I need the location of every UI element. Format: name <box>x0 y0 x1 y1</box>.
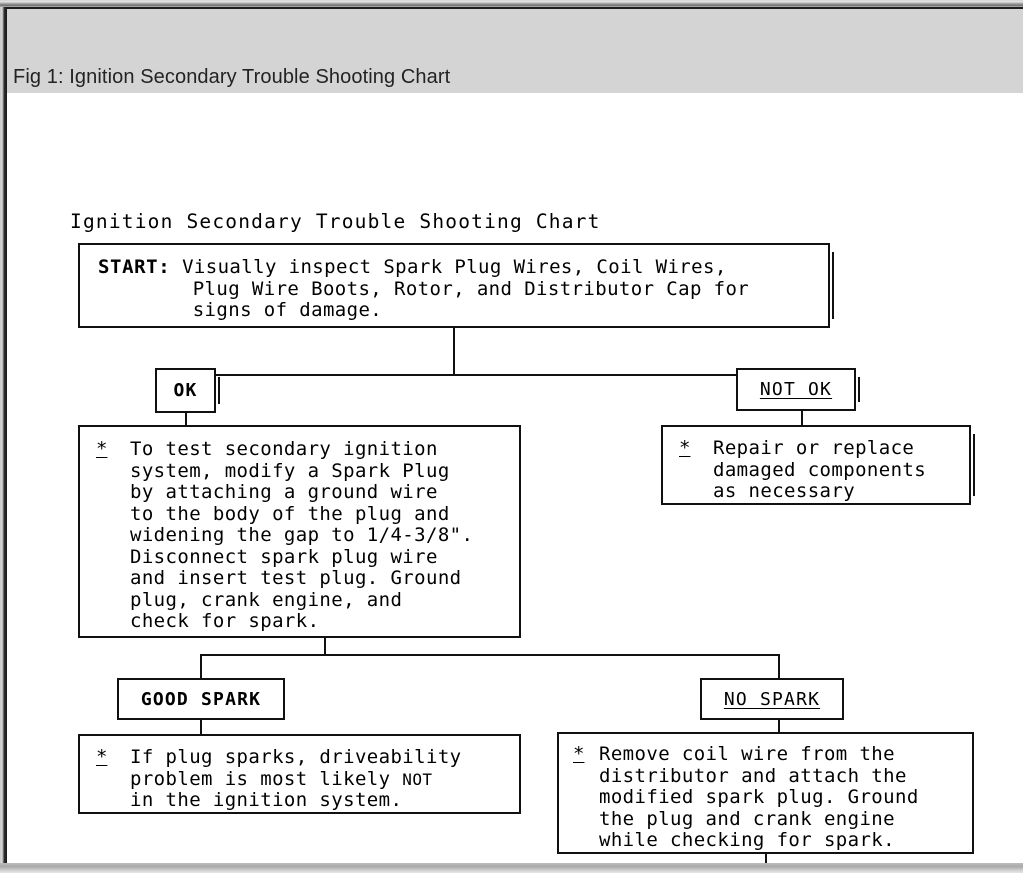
node-no-spark-label: NO SPARK <box>723 688 821 710</box>
node-no-spark-detail[interactable]: * Remove coil wire from the distributor … <box>557 732 974 854</box>
node-no-spark[interactable]: NO SPARK <box>700 678 844 720</box>
connector-split-bottom <box>200 654 780 656</box>
node-good-spark-detail-row: * If plug sparks, driveability problem i… <box>96 746 509 812</box>
good-spark-line-3: in the ignition system. <box>130 789 403 811</box>
connector-ok-detail-down <box>324 638 326 655</box>
node-ok-label: OK <box>173 380 198 401</box>
node-ok-detail[interactable]: * To test secondary ignition system, mod… <box>78 425 521 638</box>
node-no-spark-detail-text: Remove coil wire from the distributor an… <box>599 743 919 851</box>
node-good-spark-detail[interactable]: * If plug sparks, driveability problem i… <box>78 734 521 814</box>
good-spark-line-2-emphasis: NOT <box>402 769 433 789</box>
connector-no-spark-detail-down <box>765 854 767 863</box>
figure-header-title: Fig 1: Ignition Secondary Trouble Shooti… <box>13 66 451 88</box>
window-bottom-bevel <box>0 863 1023 873</box>
figure-header-bar: Fig 1: Ignition Secondary Trouble Shooti… <box>7 7 1023 93</box>
bullet-icon: * <box>573 743 585 765</box>
bullet-icon: * <box>96 746 108 768</box>
connector-to-no-spark <box>778 654 780 684</box>
node-start-line2: Plug Wire Boots, Rotor, and Distributor … <box>98 277 750 300</box>
node-start[interactable]: START: Visually inspect Spark Plug Wires… <box>78 243 834 328</box>
good-spark-line-1: If plug sparks, driveability <box>130 746 462 768</box>
window-left-bevel <box>0 7 7 863</box>
connector-to-good-spark <box>200 654 202 684</box>
node-start-line3: signs of damage. <box>98 299 383 321</box>
window-top-bevel <box>0 0 1023 7</box>
node-good-spark-label: GOOD SPARK <box>140 688 262 710</box>
node-no-spark-detail-row: * Remove coil wire from the distributor … <box>573 743 964 852</box>
connector-good-spark-down <box>200 720 202 736</box>
node-start-line1: Visually inspect Spark Plug Wires, Coil … <box>170 256 727 278</box>
bullet-icon: * <box>96 438 108 460</box>
node-start-keyword: START: <box>98 256 171 278</box>
node-start-text: START: Visually inspect Spark Plug Wires… <box>98 256 750 322</box>
node-not-ok[interactable]: NOT OK <box>736 368 860 411</box>
node-not-ok-detail-text: Repair or replace damaged components as … <box>713 437 927 502</box>
node-ok-detail-text: To test secondary ignition system, modif… <box>130 438 474 632</box>
connector-no-spark-down <box>778 720 780 734</box>
node-not-ok-label: NOT OK <box>759 379 833 400</box>
node-not-ok-detail-row: * Repair or replace damaged components a… <box>679 437 959 503</box>
node-not-ok-detail[interactable]: * Repair or replace damaged components a… <box>661 425 975 505</box>
node-good-spark[interactable]: GOOD SPARK <box>117 678 285 720</box>
chart-canvas: Ignition Secondary Trouble Shooting Char… <box>7 93 1023 863</box>
node-ok[interactable]: OK <box>155 368 220 413</box>
node-good-spark-detail-text: If plug sparks, driveability problem is … <box>130 746 509 812</box>
connector-start-down <box>453 328 455 375</box>
chart-heading: Ignition Secondary Trouble Shooting Char… <box>70 210 601 233</box>
connector-split-top <box>185 374 803 376</box>
node-ok-detail-row: * To test secondary ignition system, mod… <box>96 438 509 633</box>
good-spark-line-2: problem is most likely <box>130 767 403 790</box>
bullet-icon: * <box>679 437 691 459</box>
